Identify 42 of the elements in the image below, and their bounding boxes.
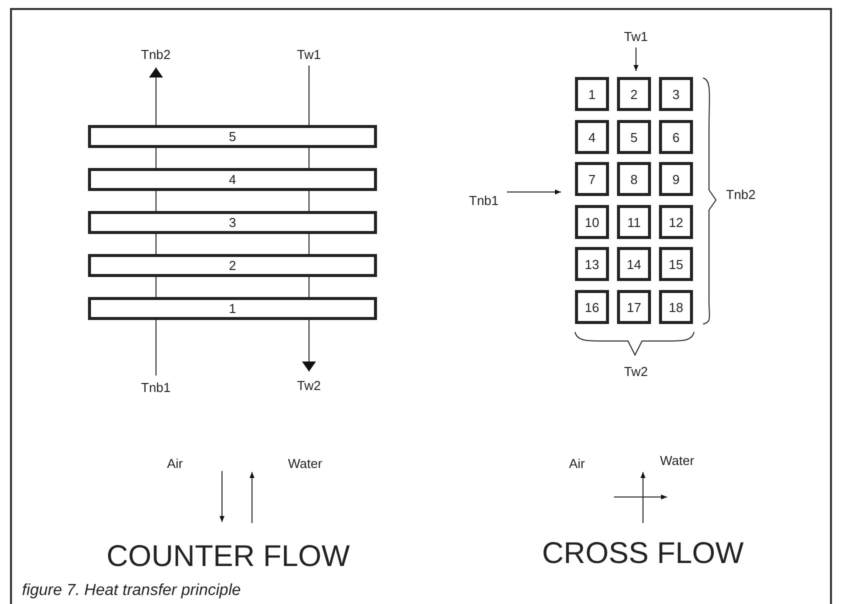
tube-cell: 5 <box>617 120 651 154</box>
tube-cell: 16 <box>575 290 609 324</box>
tube-cell: 7 <box>575 162 609 196</box>
flow-label: Tnb1 <box>141 380 171 394</box>
flow-arrow <box>506 190 562 194</box>
section-title: CROSS FLOW <box>542 536 744 570</box>
figure-caption: figure 7. Heat transfer principle <box>22 582 241 600</box>
flow-arrow <box>302 320 316 372</box>
bracket-label: Tw2 <box>624 364 648 380</box>
tube-bar: 1 <box>88 297 377 320</box>
tube-bar: 2 <box>88 254 377 277</box>
tube-cell: 1 <box>575 77 609 111</box>
flow-label: Air <box>167 456 183 472</box>
tube-cell: 3 <box>659 77 693 111</box>
tube-cell: 2 <box>617 77 651 111</box>
flow-label: Tw1 <box>624 28 648 44</box>
flow-label: Tw1 <box>297 46 321 62</box>
flow-label: Air <box>569 456 585 472</box>
flow-label: Water <box>660 453 694 469</box>
tube-bar: 3 <box>88 211 377 234</box>
tube-cell: 10 <box>575 205 609 239</box>
tube-bar: 4 <box>88 168 377 191</box>
tube-cell: 8 <box>617 162 651 196</box>
tube-cell: 15 <box>659 247 693 281</box>
tube-cell: 17 <box>617 290 651 324</box>
tube-cell: 12 <box>659 205 693 239</box>
tube-cell: 6 <box>659 120 693 154</box>
flow-label: Tnb1 <box>469 192 499 208</box>
tube-cell: 13 <box>575 247 609 281</box>
flow-label: Tnb2 <box>141 46 171 62</box>
tube-bar: 5 <box>88 125 377 148</box>
flow-arrow <box>149 67 163 126</box>
flow-label: Water <box>288 456 322 472</box>
tube-cell: 18 <box>659 290 693 324</box>
bracket-label: Tnb2 <box>726 187 756 203</box>
tube-cell: 11 <box>617 205 651 239</box>
section-title: COUNTER FLOW <box>106 540 350 572</box>
tube-cell: 14 <box>617 247 651 281</box>
tube-cell: 4 <box>575 120 609 154</box>
tube-cell: 9 <box>659 162 693 196</box>
flow-arrow <box>634 47 638 72</box>
flow-label: Tw2 <box>297 378 321 392</box>
